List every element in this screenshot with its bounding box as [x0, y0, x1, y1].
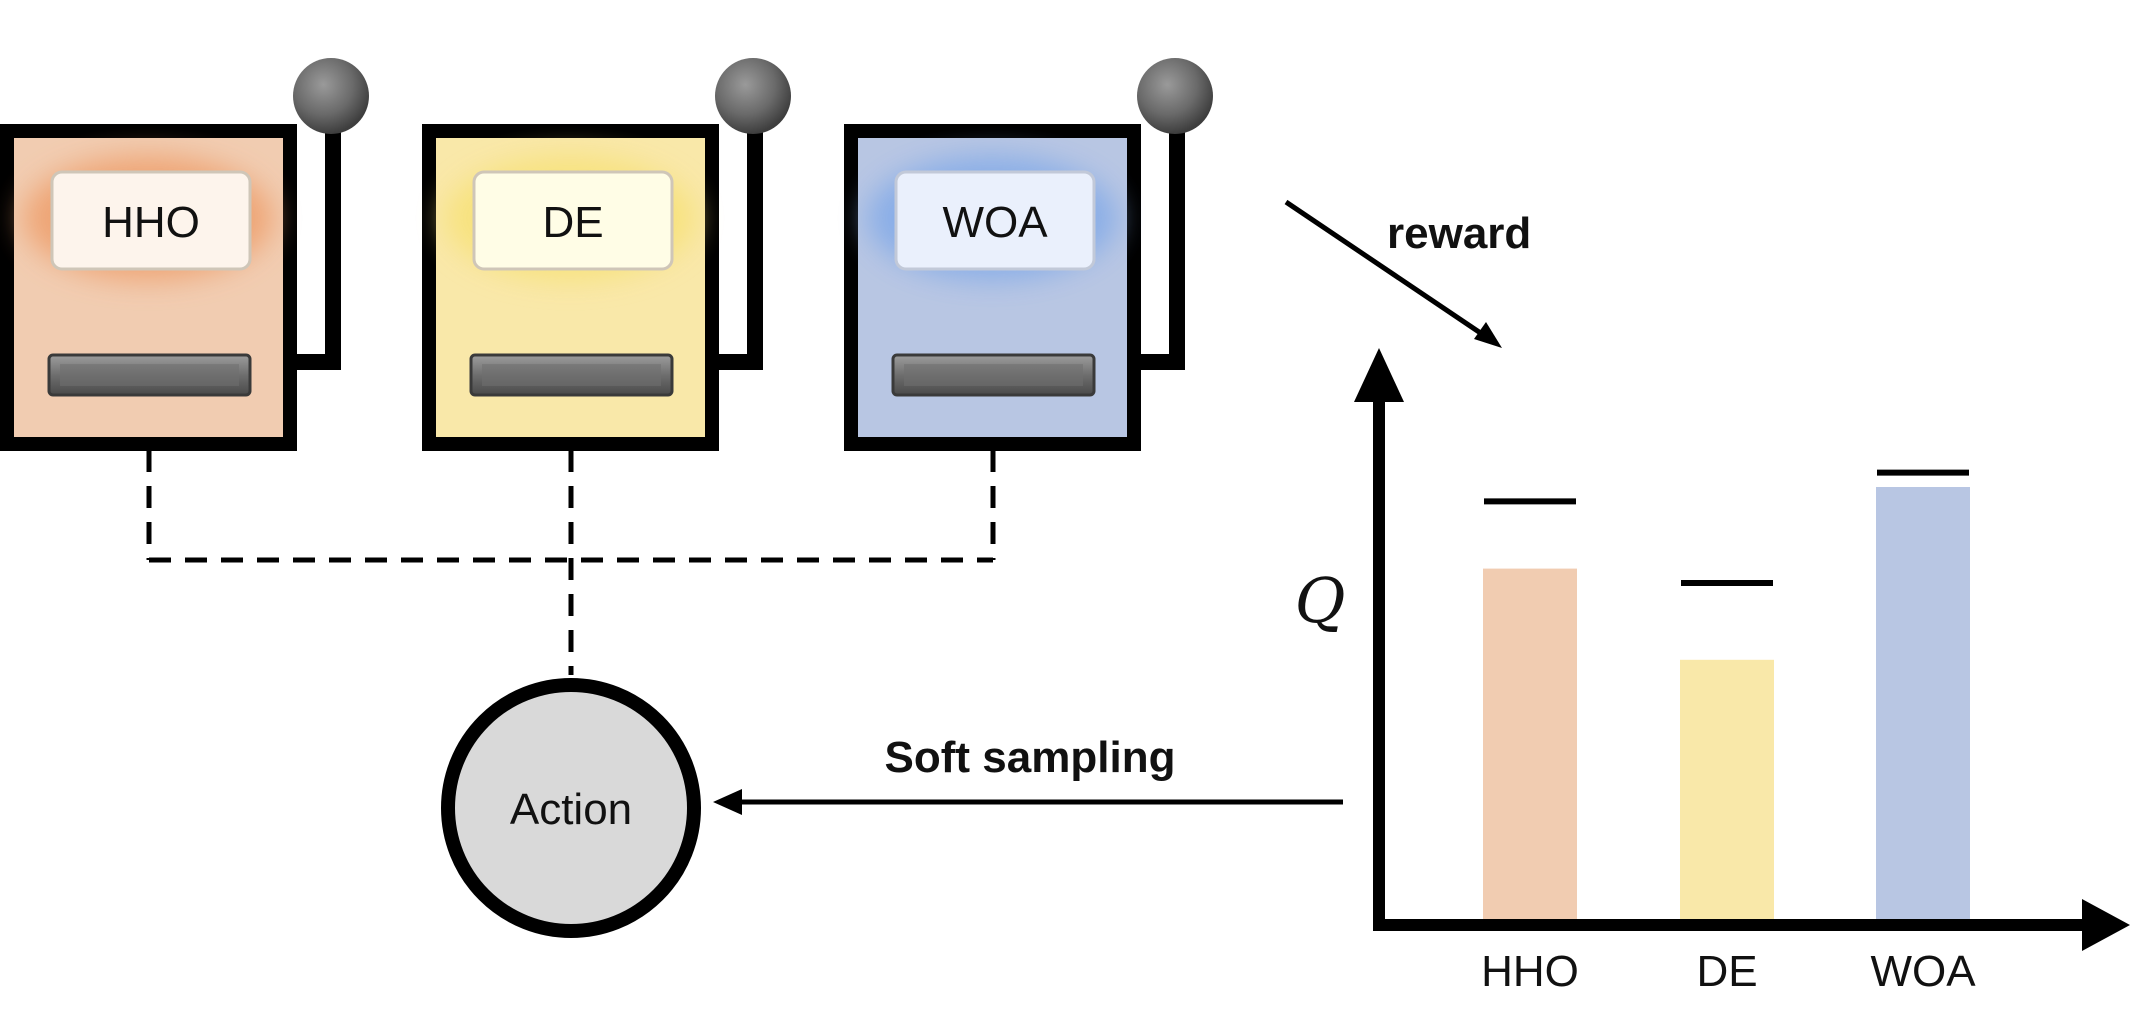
- slot-machine-de: DE: [422, 58, 791, 451]
- machine-label: WOA: [942, 198, 1048, 247]
- dashed-connectors: [146, 450, 996, 675]
- bar-hho: [1483, 568, 1577, 919]
- reward-arrowhead: [1474, 322, 1502, 348]
- markers-layer: [1484, 469, 1969, 586]
- reward-line: [1284, 199, 1484, 337]
- bars-layer: [1483, 487, 1970, 919]
- machine-label: DE: [542, 198, 603, 247]
- machine-lever: [712, 100, 763, 370]
- machine-lever: [1134, 100, 1185, 370]
- slot-machine-woa: WOA: [844, 58, 1213, 451]
- x-tick-label-de: DE: [1696, 947, 1757, 996]
- y-axis-label: Q: [1295, 564, 1346, 637]
- x-axis-arrowhead: [2082, 899, 2130, 951]
- machine-label-plate: [50, 170, 252, 271]
- machine-lever: [290, 100, 341, 370]
- x-tick-label-woa: WOA: [1870, 947, 1976, 996]
- soft-sampling-label: Soft sampling: [885, 733, 1176, 782]
- coin-slot-inner: [904, 364, 1083, 386]
- lever-knob: [293, 58, 369, 134]
- machine-label-plate: [472, 170, 674, 271]
- slot-machines: HHO DE WOA: [0, 58, 1213, 451]
- coin-slot-inner: [482, 364, 661, 386]
- machine-label-plate: [894, 170, 1096, 271]
- y-axis-arrowhead: [1354, 348, 1404, 402]
- x-tick-label-hho: HHO: [1481, 947, 1579, 996]
- lever-knob: [715, 58, 791, 134]
- bar-de: [1680, 659, 1774, 919]
- reward-arrow: reward: [1284, 199, 1531, 348]
- slot-machine-hho: HHO: [0, 58, 369, 451]
- lever-knob: [1137, 58, 1213, 134]
- action-node: Action: [441, 678, 701, 938]
- q-value-chart: Q HHO DE WOA: [1295, 348, 2130, 996]
- soft-sampling-arrowhead: [713, 789, 742, 815]
- reward-label: reward: [1387, 209, 1531, 258]
- machine-label: HHO: [102, 198, 200, 247]
- soft-sampling-arrow: Soft sampling: [713, 733, 1343, 815]
- action-label: Action: [510, 785, 632, 834]
- x-tick-labels: HHO DE WOA: [1481, 947, 1976, 996]
- coin-slot-inner: [60, 364, 239, 386]
- action-circle: [441, 678, 701, 938]
- bar-woa: [1876, 487, 1970, 919]
